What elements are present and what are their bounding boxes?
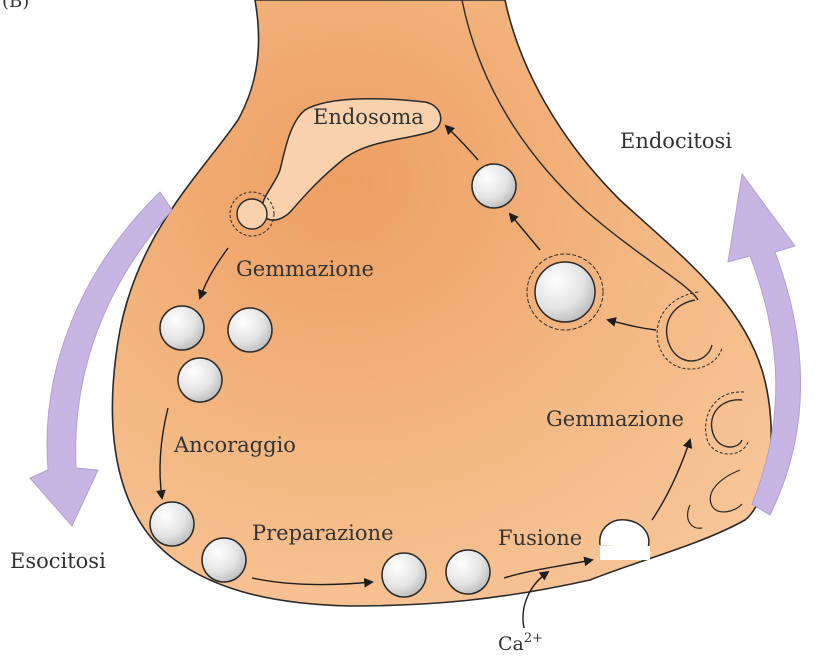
label-gemmazione-top: Gemmazione: [236, 257, 374, 281]
panel-tag: (B): [2, 0, 29, 12]
label-endosoma: Endosoma: [313, 105, 424, 129]
label-fusione: Fusione: [498, 526, 582, 550]
label-ancoraggio: Ancoraggio: [173, 433, 296, 457]
vesicle: [160, 306, 204, 350]
label-calcium: Ca2+: [498, 631, 543, 655]
label-esocitosi: Esocitosi: [10, 549, 106, 573]
vesicle: [150, 502, 194, 546]
vesicle: [202, 538, 246, 582]
endosome-budding-vesicle: [230, 192, 274, 236]
label-preparazione: Preparazione: [252, 521, 394, 545]
label-gemmazione-right: Gemmazione: [546, 407, 684, 431]
vesicle: [382, 553, 426, 597]
vesicle: [446, 550, 490, 594]
synaptic-terminal: [112, 0, 771, 606]
vesicle: [178, 358, 222, 402]
vesicle: [472, 164, 516, 208]
vesicle: [228, 308, 272, 352]
label-endocitosi: Endocitosi: [620, 129, 732, 153]
